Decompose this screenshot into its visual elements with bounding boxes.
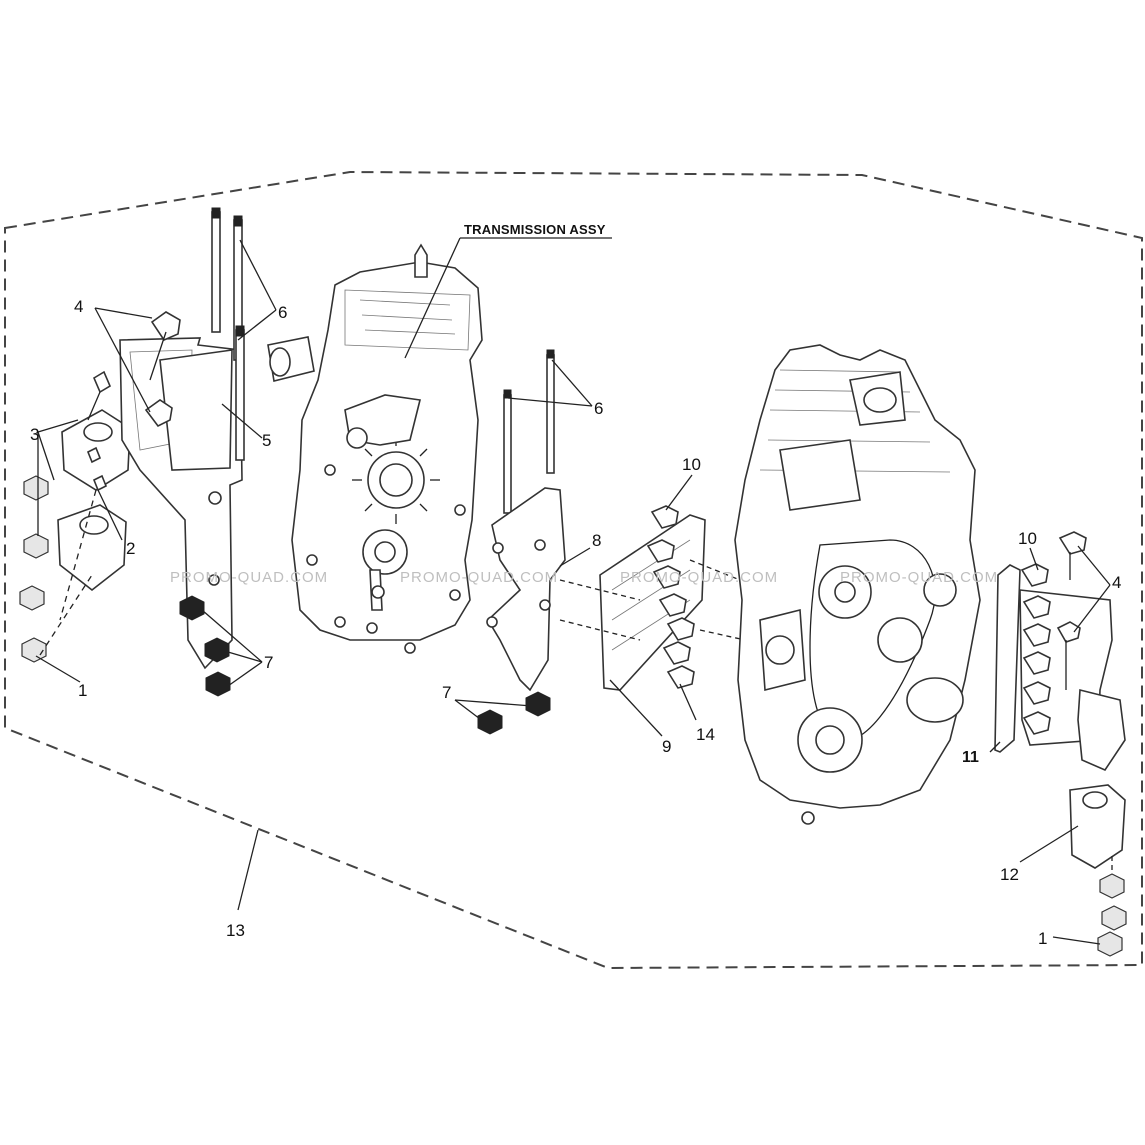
callout-6-center: 6	[594, 399, 603, 418]
leader-lines	[35, 239, 1111, 945]
callout-3: 3	[30, 425, 39, 444]
callout-9: 9	[662, 737, 671, 756]
callout-1-right: 1	[1038, 929, 1047, 948]
transmission-assembly	[267, 243, 483, 654]
callout-10-right: 10	[1018, 529, 1037, 548]
assembly-boundary	[4, 170, 1143, 970]
callout-7-left: 7	[264, 653, 273, 672]
transmission-assy-label: TRANSMISSION ASSY	[464, 222, 606, 237]
right-engine-mount-group	[994, 531, 1127, 957]
watermark: PROMO-QUAD.COM	[620, 569, 778, 586]
watermark: PROMO-QUAD.COM	[840, 569, 998, 586]
callout-4-right: 4	[1112, 573, 1121, 592]
callout-10-center: 10	[682, 455, 701, 474]
callout-12: 12	[1000, 865, 1019, 884]
left-engine-mount-group	[19, 207, 245, 697]
callout-2: 2	[126, 539, 135, 558]
watermark: PROMO-QUAD.COM	[170, 569, 328, 586]
center-mount-brackets	[477, 349, 746, 735]
callout-14: 14	[696, 725, 715, 744]
callout-11: 11	[962, 749, 979, 766]
watermark: PROMO-QUAD.COM	[400, 569, 558, 586]
callout-6-left: 6	[278, 303, 287, 322]
title-leader-line	[404, 237, 461, 359]
callout-8: 8	[592, 531, 601, 550]
callout-13: 13	[226, 921, 245, 940]
engine-block	[734, 344, 981, 825]
callout-1-left: 1	[78, 681, 87, 700]
callout-5: 5	[262, 431, 271, 450]
callout-4-left: 4	[74, 297, 83, 316]
callout-7-center: 7	[442, 683, 451, 702]
